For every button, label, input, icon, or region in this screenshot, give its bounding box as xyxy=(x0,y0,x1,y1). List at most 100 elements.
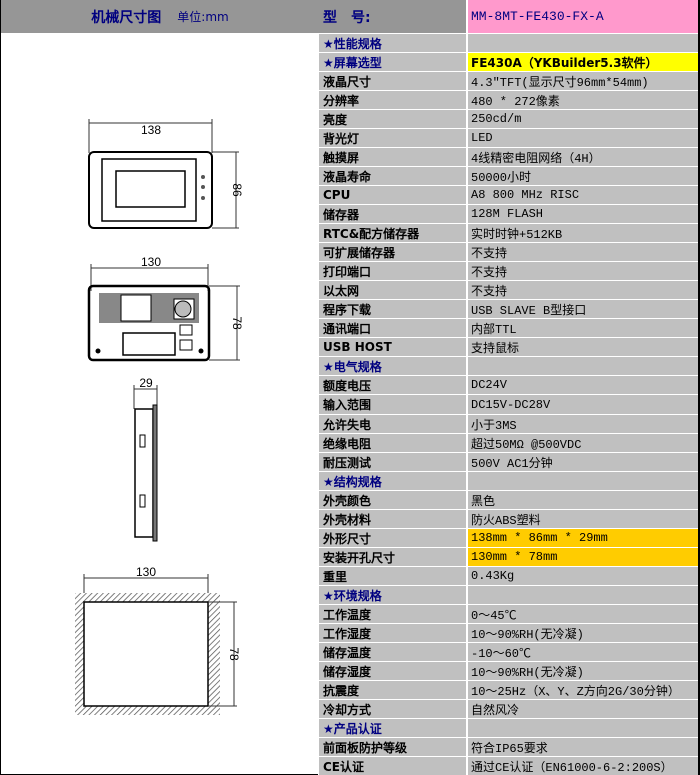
spec-value: 符合IP65要求 xyxy=(468,738,698,756)
spec-label: 允许失电 xyxy=(319,415,468,433)
spec-label: 亮度 xyxy=(319,110,468,128)
spec-value: FE430A（YKBuilder5.3软件） xyxy=(468,53,698,71)
spec-row: 打印端口不支持 xyxy=(319,262,700,280)
spec-label: ★产品认证 xyxy=(319,719,468,737)
front-width-label: 138 xyxy=(141,123,161,137)
back-width-label: 130 xyxy=(141,255,161,269)
spec-row: 绝缘电阻超过50MΩ @500VDC xyxy=(319,434,700,452)
spec-value xyxy=(468,719,698,737)
drawing-title: 机械尺寸图 xyxy=(91,9,162,26)
front-height-label: 86 xyxy=(230,183,244,197)
cutout-view: 130 78 xyxy=(75,565,241,715)
spec-label: 储存器 xyxy=(319,205,468,223)
spec-label: 分辨率 xyxy=(319,91,468,109)
spec-value: 50000小时 xyxy=(468,167,698,185)
spec-label: 工作温度 xyxy=(319,605,468,623)
spec-value: 10～25Hz（X、Y、Z方向2G/30分钟） xyxy=(468,681,698,699)
spec-row: 外壳材料防火ABS塑料 xyxy=(319,510,700,528)
spec-label: 绝缘电阻 xyxy=(319,434,468,452)
spec-label: 工作湿度 xyxy=(319,624,468,642)
spec-row: 允许失电小于3MS xyxy=(319,415,700,433)
spec-value: DC15V-DC28V xyxy=(468,395,698,414)
spec-value: 自然风冷 xyxy=(468,700,698,718)
back-height-label: 78 xyxy=(230,316,244,330)
spec-value: MM-8MT-FE430-FX-A xyxy=(468,0,698,33)
spec-label: 耐压测试 xyxy=(319,453,468,471)
section-row: ★产品认证 xyxy=(319,719,700,737)
spec-label: CPU xyxy=(319,186,468,204)
spec-label: ★结构规格 xyxy=(319,472,468,490)
spec-label: 抗震度 xyxy=(319,681,468,699)
spec-label: ★性能规格 xyxy=(319,34,468,52)
spec-label: ★屏幕选型 xyxy=(319,53,468,71)
spec-value: 10～90%RH(无冷凝) xyxy=(468,624,698,642)
spec-value: 10～90%RH(无冷凝) xyxy=(468,662,698,680)
spec-row: RTC&配方储存器实时时钟+512KB xyxy=(319,224,700,242)
spec-label: 输入范围 xyxy=(319,395,468,414)
spec-label: 外壳颜色 xyxy=(319,491,468,509)
spec-value: 138mm * 86mm * 29mm xyxy=(468,529,698,547)
section-row: ★性能规格 xyxy=(319,34,700,52)
front-view: 138 86 xyxy=(88,119,244,229)
mechanical-drawing-panel: 机械尺寸图 单位:mm 138 86 130 xyxy=(0,0,319,775)
spec-label: RTC&配方储存器 xyxy=(319,224,468,242)
spec-value: 480 * 272像素 xyxy=(468,91,698,109)
spec-label: 重里 xyxy=(319,567,468,585)
spec-row: 前面板防护等级符合IP65要求 xyxy=(319,738,700,756)
spec-value: 0～45℃ xyxy=(468,605,698,623)
spec-label: 冷却方式 xyxy=(319,700,468,718)
model-row: 型 号:MM-8MT-FE430-FX-A xyxy=(319,0,700,33)
spec-value: 实时时钟+512KB xyxy=(468,224,698,242)
spec-value: 小于3MS xyxy=(468,415,698,433)
spec-label: 打印端口 xyxy=(319,262,468,280)
spec-row: 储存温度-10～60℃ xyxy=(319,643,700,661)
spec-label: 通讯端口 xyxy=(319,319,468,337)
spec-label: 外形尺寸 xyxy=(319,529,468,547)
spec-value: 250cd/m xyxy=(468,110,698,128)
spec-value xyxy=(468,34,698,52)
spec-row: 冷却方式自然风冷 xyxy=(319,700,700,718)
spec-row: CE认证通过CE认证（EN61000-6-2:200S） xyxy=(319,757,700,775)
spec-value: 500V AC1分钟 xyxy=(468,453,698,471)
spec-value: 不支持 xyxy=(468,281,698,299)
spec-label: 前面板防护等级 xyxy=(319,738,468,756)
spec-label: 储存温度 xyxy=(319,643,468,661)
spec-row: 外壳颜色黑色 xyxy=(319,491,700,509)
unit-label: 单位:mm xyxy=(177,10,229,24)
spec-label: 型 号: xyxy=(319,0,468,33)
spec-row: 以太网不支持 xyxy=(319,281,700,299)
spec-value: 4.3"TFT(显示尺寸96mm*54mm) xyxy=(468,72,698,90)
spec-label: 液晶尺寸 xyxy=(319,72,468,90)
spec-value: A8 800 MHz RISC xyxy=(468,186,698,204)
spec-value: 超过50MΩ @500VDC xyxy=(468,434,698,452)
spec-label: 可扩展储存器 xyxy=(319,243,468,261)
spec-label: 以太网 xyxy=(319,281,468,299)
spec-value: DC24V xyxy=(468,376,698,394)
spec-label: 触摸屏 xyxy=(319,148,468,166)
side-depth-label: 29 xyxy=(139,376,153,390)
spec-value: 防火ABS塑料 xyxy=(468,510,698,528)
spec-value: USB SLAVE B型接口 xyxy=(468,300,698,318)
spec-label: 背光灯 xyxy=(319,129,468,147)
table-border xyxy=(698,0,700,775)
cutout-height-label: 78 xyxy=(227,647,241,661)
spec-value: LED xyxy=(468,129,698,147)
spec-value: 128M FLASH xyxy=(468,205,698,223)
spec-value xyxy=(468,357,698,375)
